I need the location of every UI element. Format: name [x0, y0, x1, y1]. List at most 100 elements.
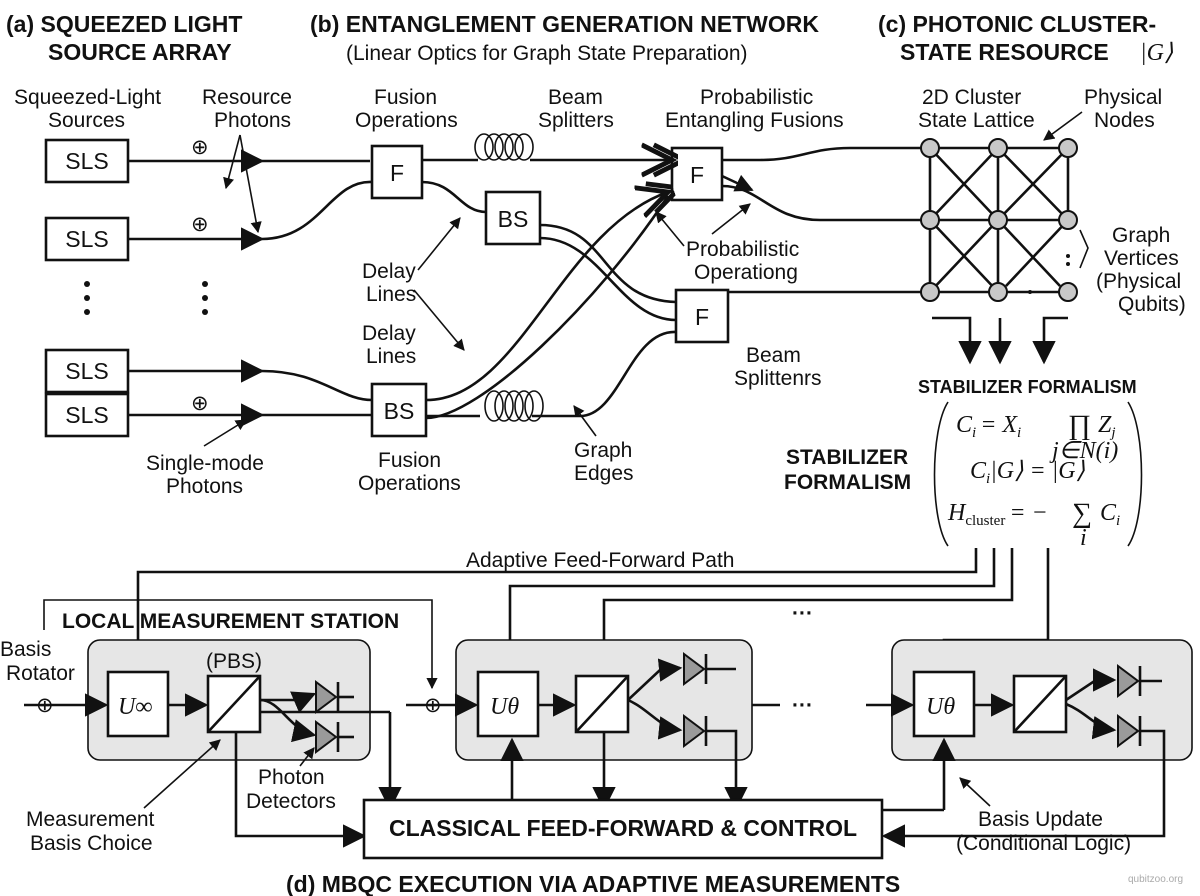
plus-icon: ⊕: [191, 392, 209, 415]
sls-box: SLS: [44, 216, 130, 262]
beam-splitters-bottom-label: Beam: [746, 344, 801, 367]
svg-text:Operationg: Operationg: [694, 261, 798, 284]
svg-text:Hcluster= −: Hcluster= −: [947, 500, 1048, 529]
sls-box: SLS: [44, 392, 130, 438]
ellipsis-top: ···: [792, 602, 813, 625]
prob-operating-arrow: [711, 203, 751, 235]
fusion-box: F: [674, 288, 730, 344]
svg-text:BS: BS: [384, 398, 415, 424]
svg-text:Uθ: Uθ: [926, 694, 955, 720]
network-paths: [421, 148, 930, 420]
svg-text:Photons: Photons: [214, 109, 291, 132]
delay-lines-label: Delay: [362, 260, 416, 283]
photon-detector-icon: [315, 680, 338, 714]
photon-detector-icon: [683, 652, 706, 686]
svg-text:i: i: [1080, 525, 1087, 551]
svg-text:Detectors: Detectors: [246, 790, 336, 813]
photon-detector-icon: [1117, 714, 1140, 748]
svg-text:Photons: Photons: [166, 475, 243, 498]
basis-rotator-label: Basis: [0, 638, 51, 661]
lattice-node: [1058, 210, 1078, 230]
panel-b-title: (b) ENTANGLEMENT GENERATION NETWORK (Lin…: [310, 11, 819, 65]
svg-text:Vertices: Vertices: [1104, 247, 1179, 270]
svg-text:(a) SQUEEZED LIGHT: (a) SQUEEZED LIGHT: [6, 11, 242, 37]
plus-icon: ⊕: [191, 213, 209, 236]
fusion-box: F: [370, 144, 424, 200]
photon-detectors-arrow: [299, 747, 315, 767]
svg-text:∑: ∑: [1072, 498, 1092, 529]
lattice-node: [988, 210, 1008, 230]
photon-detector-icon: [683, 714, 706, 748]
svg-text:Uθ: Uθ: [490, 694, 519, 720]
physical-nodes-arrow: [1043, 111, 1083, 141]
lattice-node: [1058, 282, 1078, 302]
panel-d-title: (d) MBQC EXECUTION VIA ADAPTIVE MEASUREM…: [286, 871, 900, 896]
resource-photons-arrows: [223, 134, 262, 234]
lattice-node: [988, 282, 1008, 302]
svg-text:Lines: Lines: [366, 283, 416, 306]
optical-paths: [128, 149, 373, 427]
single-mode-arrow: [203, 419, 247, 447]
single-mode-label: Single-mode: [146, 452, 264, 475]
delay-line-coil-icon: [484, 390, 544, 422]
sls-sources-label: Squeezed-Light: [14, 86, 161, 109]
physical-nodes-label: Physical: [1084, 86, 1162, 109]
lattice-to-stabilizer-arrows: [932, 316, 1068, 365]
svg-text:SLS: SLS: [65, 358, 108, 384]
svg-text:Ci|G⟩ = |G⟩: Ci|G⟩ = |G⟩: [970, 458, 1086, 487]
lattice-node: [988, 138, 1008, 158]
cluster-lattice-label: 2D Cluster: [922, 86, 1021, 109]
svg-text:SLS: SLS: [65, 148, 108, 174]
svg-text:j∈N(i): j∈N(i): [1049, 438, 1118, 464]
panel-c-title: (c) PHOTONIC CLUSTER- STATE RESOURCE |G⟩: [878, 11, 1174, 66]
watermark: qubitzoo.org: [1128, 874, 1183, 885]
svg-text:FORMALISM: FORMALISM: [784, 471, 911, 494]
pbs-label: (PBS): [206, 650, 262, 673]
panel-a-title: (a) SQUEEZED LIGHT SOURCE ARRAY: [6, 11, 242, 65]
delay-lines-label: Delay: [362, 322, 416, 345]
svg-text:SLS: SLS: [65, 402, 108, 428]
svg-text:State Lattice: State Lattice: [918, 109, 1035, 132]
control-feedback-paths: [881, 808, 1084, 848]
ellipsis-mid: ···: [792, 694, 813, 717]
svg-text:(Physical: (Physical: [1096, 270, 1181, 293]
feed-forward-path-label: Adaptive Feed-Forward Path: [466, 549, 734, 572]
svg-text:Splittenrs: Splittenrs: [734, 367, 822, 390]
svg-text:F: F: [695, 304, 709, 330]
svg-text:(c) PHOTONIC CLUSTER-: (c) PHOTONIC CLUSTER-: [878, 11, 1156, 37]
photon-detector-icon: [315, 720, 338, 754]
fusion-ops-bottom-label: Fusion: [378, 449, 441, 472]
svg-text:(Linear Optics for Graph State: (Linear Optics for Graph State Preparati…: [346, 42, 748, 65]
beam-splitter-box: BS: [484, 190, 542, 246]
svg-text:Rotator: Rotator: [6, 662, 75, 685]
svg-text:BS: BS: [498, 206, 529, 232]
svg-text:|G⟩: |G⟩: [1140, 40, 1174, 66]
classical-control-box: CLASSICAL FEED-FORWARD & CONTROL: [362, 798, 884, 860]
station-3-components: Uθ: [866, 664, 1166, 838]
svg-text:Entangling Fusions: Entangling Fusions: [665, 109, 844, 132]
svg-text:Operations: Operations: [355, 109, 458, 132]
svg-text:(b) ENTANGLEMENT GENERATION NE: (b) ENTANGLEMENT GENERATION NETWORK: [310, 11, 819, 37]
stabilizer-box-title: STABILIZER FORMALISM: [918, 377, 1137, 397]
svg-text:F: F: [690, 162, 704, 188]
stabilizer-equations: Ci= Xi ∏ Zj j∈N(i) Ci|G⟩ = |G⟩ Hcluster=…: [933, 401, 1143, 551]
delay-lines-arrow: [417, 217, 461, 271]
vertical-ellipsis-icon: [84, 281, 208, 315]
svg-text:F: F: [390, 160, 404, 186]
svg-text:Edges: Edges: [574, 462, 634, 485]
stabilizer-side-label: STABILIZER: [786, 446, 908, 469]
svg-text:Sources: Sources: [48, 109, 125, 132]
svg-text:Operations: Operations: [358, 472, 461, 495]
plus-icon: ⊕: [191, 136, 209, 159]
measurement-basis-arrow: [143, 739, 221, 809]
station-1-components: U∞: [24, 670, 402, 848]
resource-photons-label: Resource: [202, 86, 292, 109]
sls-box: SLS: [44, 348, 130, 394]
fusion-ops-top-label: Fusion: [374, 86, 437, 109]
lattice-node: [1058, 138, 1078, 158]
svg-text:Splitters: Splitters: [538, 109, 614, 132]
beam-splitter-box: BS: [370, 382, 428, 438]
measurement-basis-label: Measurement: [26, 808, 155, 831]
basis-update-arrow: [959, 777, 991, 807]
